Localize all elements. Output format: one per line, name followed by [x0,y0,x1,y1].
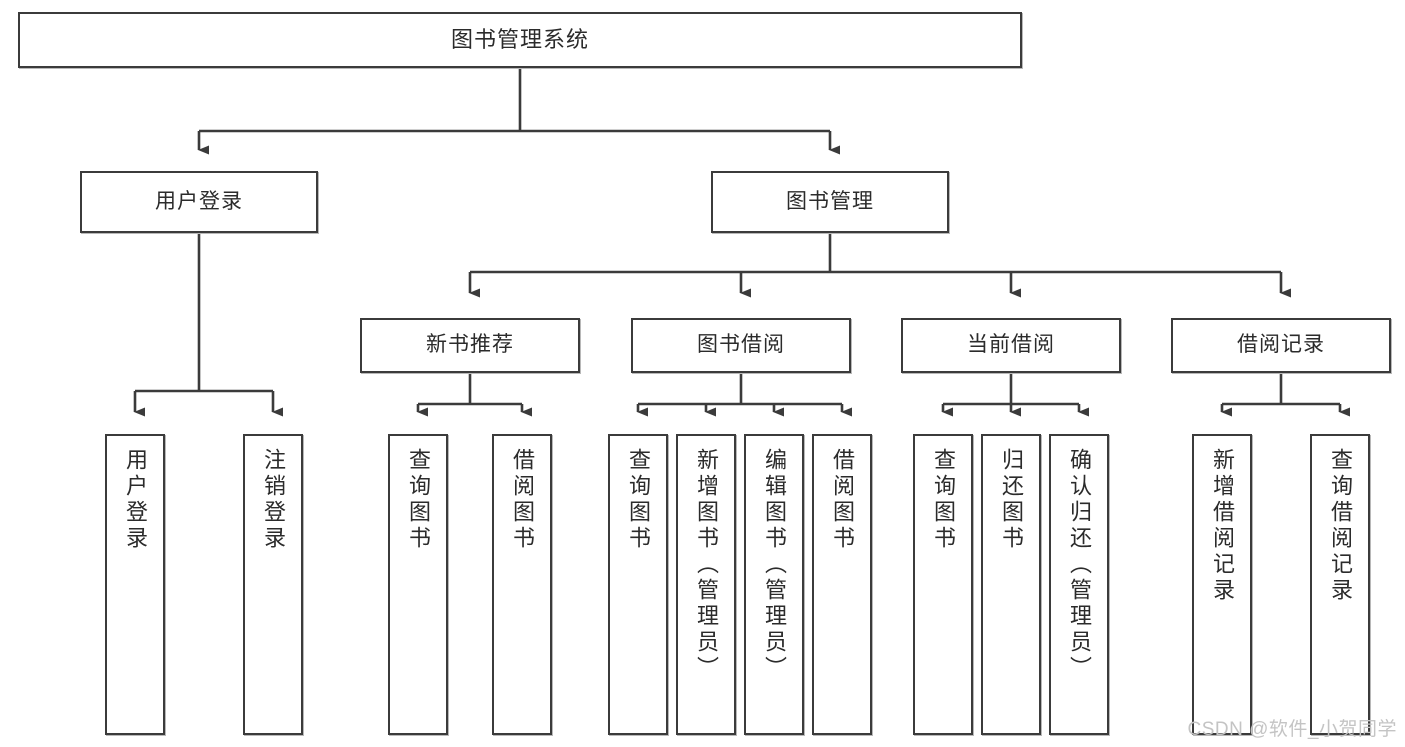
node-borrow-record[interactable]: 借阅记录 [1171,318,1391,373]
node-label: 当前借阅 [967,333,1055,357]
node-current-borrow[interactable]: 当前借阅 [901,318,1121,373]
node-label: 新增借阅记录 [1210,448,1235,604]
node-book-management[interactable]: 图书管理 [711,171,949,233]
leaf-logout-login[interactable]: 注销登录 [243,434,303,735]
node-label: 图书借阅 [697,333,785,357]
node-label: 用户登录 [123,448,148,552]
leaf-borrow-record-query-record[interactable]: 查询借阅记录 [1310,434,1370,735]
leaf-book-borrow-add-book-admin[interactable]: 新增图书（管理员） [676,434,736,735]
node-label: 图书管理系统 [450,27,589,53]
leaf-borrow-record-add-record[interactable]: 新增借阅记录 [1192,434,1252,735]
node-label: 查询图书 [406,448,431,552]
node-label: 归还图书 [999,448,1024,552]
leaf-book-borrow-edit-book-admin[interactable]: 编辑图书（管理员） [744,434,804,735]
node-label: 借阅图书 [830,448,855,552]
node-label: 借阅记录 [1237,333,1325,357]
node-new-book-recommend[interactable]: 新书推荐 [360,318,580,373]
csdn-watermark: CSDN @软件_小贺同学 [1187,719,1397,740]
node-book-borrow[interactable]: 图书借阅 [631,318,851,373]
node-label: 查询借阅记录 [1328,448,1353,604]
leaf-current-borrow-return-books[interactable]: 归还图书 [981,434,1041,735]
node-label: 查询图书 [626,448,651,552]
leaf-current-borrow-query-books[interactable]: 查询图书 [913,434,973,735]
node-label: 编辑图书（管理员） [762,448,787,682]
leaf-user-login[interactable]: 用户登录 [105,434,165,735]
leaf-new-book-borrow-books[interactable]: 借阅图书 [492,434,552,735]
node-label: 新增图书（管理员） [694,448,719,682]
node-label: 注销登录 [261,448,286,552]
node-root-book-management-system[interactable]: 图书管理系统 [18,12,1022,68]
node-label: 用户登录 [155,189,243,213]
node-label: 新书推荐 [426,333,514,357]
node-user-login[interactable]: 用户登录 [80,171,318,233]
node-label: 查询图书 [931,448,956,552]
leaf-current-borrow-confirm-return-admin[interactable]: 确认归还（管理员） [1049,434,1109,735]
node-label: 图书管理 [786,189,874,213]
node-label: 确认归还（管理员） [1067,448,1092,682]
leaf-book-borrow-query-books[interactable]: 查询图书 [608,434,668,735]
leaf-book-borrow-borrow-books[interactable]: 借阅图书 [812,434,872,735]
node-label: 借阅图书 [510,448,535,552]
leaf-new-book-query-books[interactable]: 查询图书 [388,434,448,735]
